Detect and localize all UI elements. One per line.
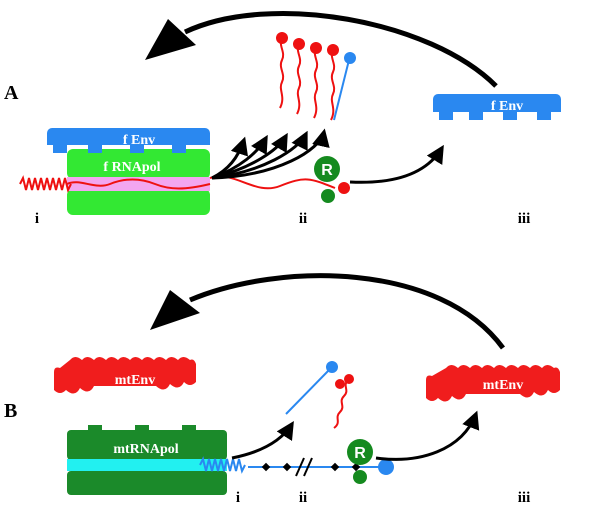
mt-rnapol-complex: mtRNApol xyxy=(67,425,227,495)
step-i-b: i xyxy=(236,490,240,506)
blue-strand xyxy=(333,52,356,121)
f-env-bound xyxy=(47,128,210,153)
template-strand-b xyxy=(67,459,227,471)
f-env-product-label: f Env xyxy=(491,99,523,114)
transcripts-a xyxy=(276,32,356,121)
ribosome-a: R xyxy=(314,156,350,203)
panel-b: B mtEnv mtRNApol xyxy=(4,273,560,506)
step-iii-b: iii xyxy=(518,490,531,506)
f-rnapol-label: f RNApol xyxy=(103,160,160,175)
f-rnapol-bottom xyxy=(67,189,210,215)
rna-coil-a xyxy=(19,175,72,193)
f-rnapol-complex: f Env f RNApol xyxy=(47,128,211,215)
transcript xyxy=(310,42,322,119)
translation-arrow-b xyxy=(375,410,480,461)
transcript xyxy=(293,38,305,115)
f-env-label: f Env xyxy=(123,133,155,148)
transcript xyxy=(333,374,354,429)
transcript xyxy=(276,32,288,109)
mt-env-free-label: mtEnv xyxy=(115,373,155,388)
step-ii-a: ii xyxy=(299,211,307,227)
ribosome-b: R xyxy=(347,439,373,484)
step-ii-b: ii xyxy=(299,490,307,506)
translation-arrow-a xyxy=(349,144,444,184)
ribosome-label: R xyxy=(354,445,366,462)
f-env-product: f Env xyxy=(433,94,561,120)
strand-markers-b xyxy=(261,457,361,477)
mt-env-product: mtEnv xyxy=(426,365,560,402)
mt-env-product-label: mtEnv xyxy=(483,378,523,393)
transcript xyxy=(327,44,339,121)
f-rnapol-top xyxy=(67,149,210,179)
blue-strand xyxy=(285,361,338,415)
transcript-arrows-a xyxy=(211,128,330,180)
dna-coil-b xyxy=(199,456,246,474)
transcripts-b xyxy=(285,361,354,429)
mt-rnapol-label: mtRNApol xyxy=(113,442,178,457)
transcript-arrow-b xyxy=(231,420,294,460)
feedback-arrow-b xyxy=(150,273,506,350)
feedback-arrow-a xyxy=(145,11,498,88)
panel-b-label: B xyxy=(4,400,17,422)
ribosome-label: R xyxy=(321,162,333,179)
step-iii-a: iii xyxy=(518,211,531,227)
step-i-a: i xyxy=(35,211,39,227)
strand-end-dot-b xyxy=(378,459,394,475)
mt-env-free: mtEnv xyxy=(54,357,196,394)
panel-a-label: A xyxy=(4,82,19,104)
panel-a: A f Env f RNApol xyxy=(4,11,561,227)
